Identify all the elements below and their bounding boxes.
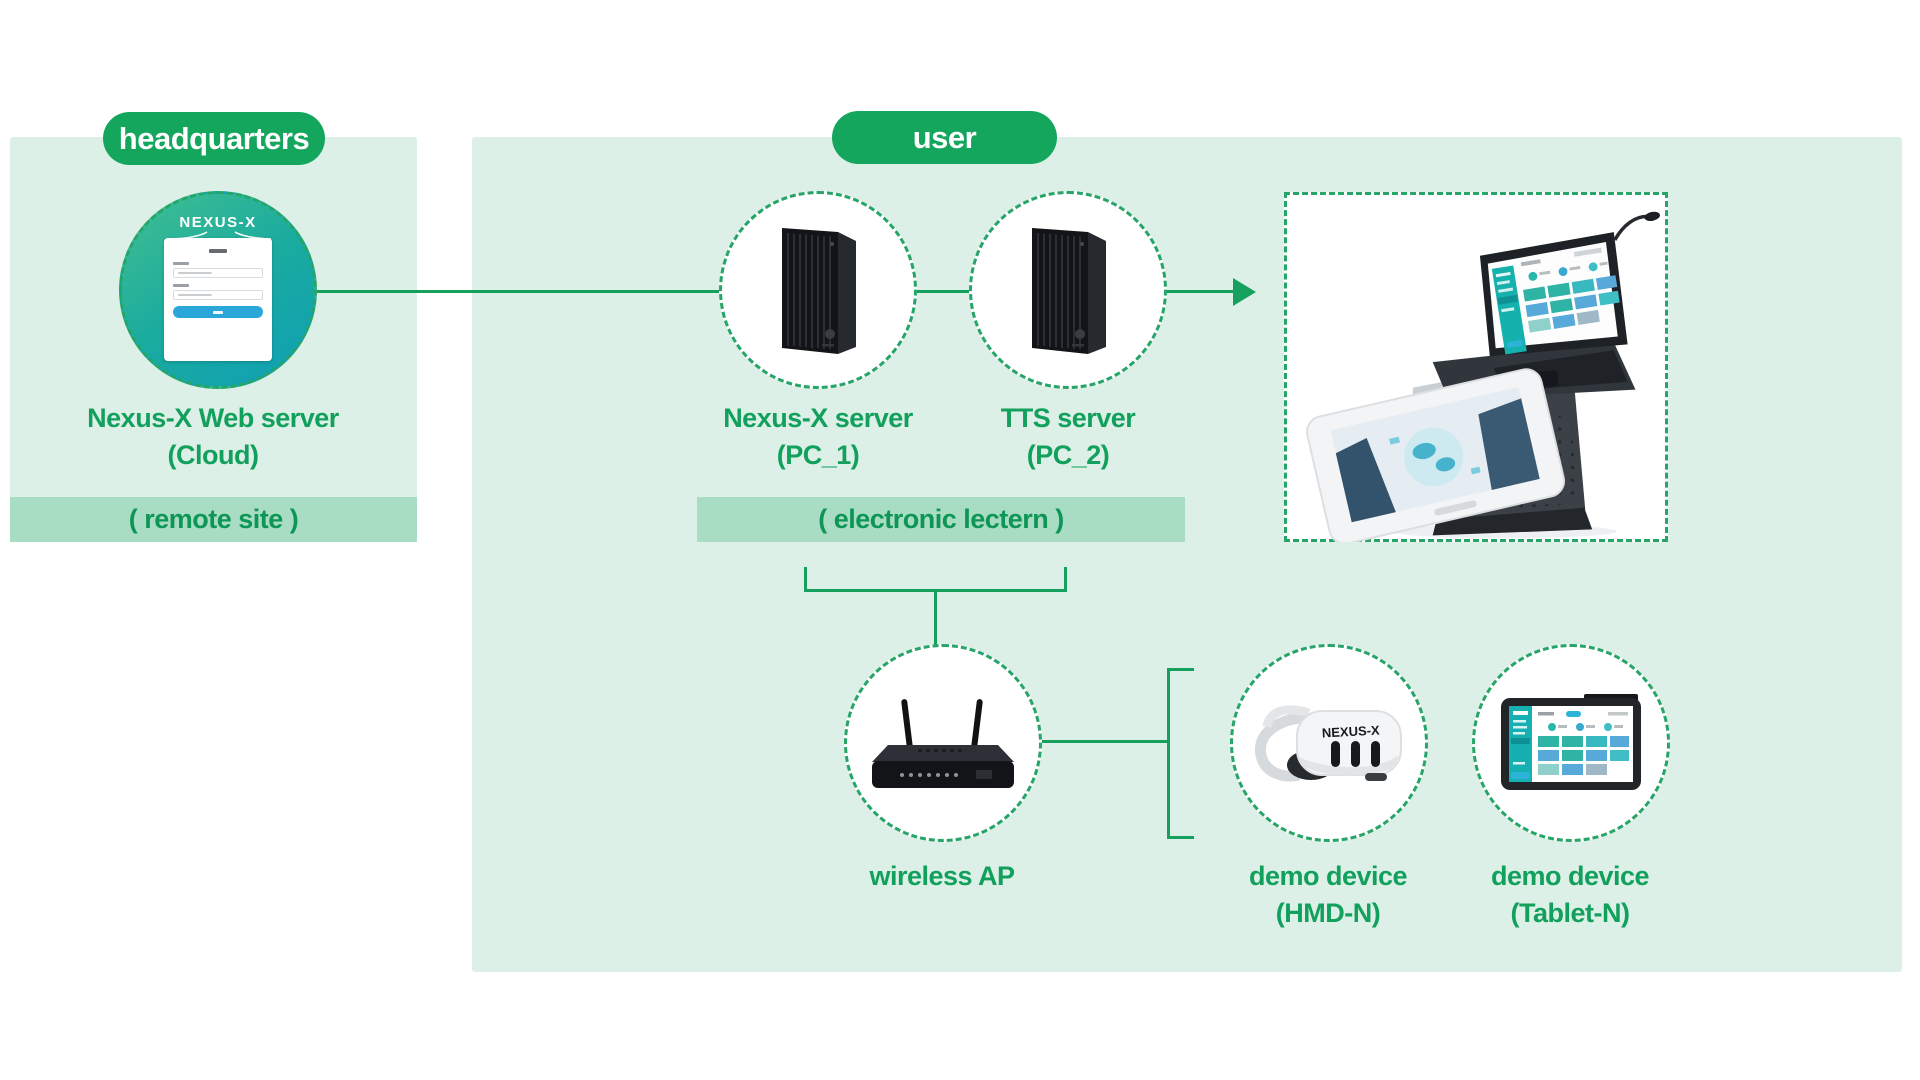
connector-webserver-pc1 — [317, 290, 719, 293]
user-badge-label: user — [912, 119, 977, 155]
remote-site-banner: ( remote site ) — [10, 497, 417, 542]
web-server-node: NEXUS-X — [119, 191, 317, 389]
login-password-label-bar — [173, 284, 189, 287]
login-screen-mock — [164, 238, 272, 361]
arrowhead-icon — [1233, 278, 1256, 306]
fork-top-tick — [1167, 668, 1194, 671]
connector-ap-fork — [1040, 740, 1170, 743]
bracket-left-tick — [804, 567, 807, 592]
electronic-lectern-image-frame — [1284, 192, 1668, 542]
bracket-right-tick — [1064, 567, 1067, 592]
headquarters-badge-label: headquarters — [118, 120, 310, 156]
login-password-input — [173, 290, 263, 300]
tts-server-node — [969, 191, 1167, 389]
fork-bottom-tick — [1167, 836, 1194, 839]
nexus-x-server-label: Nexus-X server (PC_1) — [723, 403, 913, 470]
demo-device-hmd-node: NEXUS-X — [1230, 644, 1428, 842]
web-server-label: Nexus-X Web server (Cloud) — [87, 403, 339, 470]
vr-headset-icon: NEXUS-X — [1254, 705, 1402, 782]
wireless-ap-label: wireless AP — [869, 861, 1015, 891]
wireless-ap-node — [844, 644, 1042, 842]
nexus-x-logo: NEXUS-X — [179, 214, 257, 231]
demo-device-hmd-label: demo device (HMD-N) — [1248, 861, 1408, 928]
user-badge: user — [832, 111, 1057, 164]
pc-tower-icon — [1032, 228, 1106, 354]
pc-tower-icon — [782, 228, 856, 354]
connector-pc1-pc2 — [917, 290, 969, 293]
login-title-bar — [209, 249, 227, 253]
electronic-lectern-icon — [1306, 211, 1660, 542]
demo-device-tablet-label: demo device (Tablet-N) — [1490, 861, 1650, 928]
tablet-icon — [1501, 694, 1641, 790]
tts-server-label: TTS server (PC_2) — [1000, 403, 1136, 470]
connector-pc2-lectern — [1167, 290, 1233, 293]
login-button — [173, 306, 263, 318]
router-icon — [872, 699, 1014, 788]
demo-device-tablet-node — [1472, 644, 1670, 842]
connector-lectern-ap — [934, 589, 937, 646]
login-id-label-bar — [173, 262, 189, 265]
user-panel — [472, 137, 1902, 972]
nexus-x-server-node — [719, 191, 917, 389]
hmd-logo-text: NEXUS-X — [1322, 722, 1381, 740]
fork-vertical — [1167, 668, 1170, 839]
electronic-lectern-banner: ( electronic lectern ) — [697, 497, 1185, 542]
headquarters-badge: headquarters — [103, 112, 325, 165]
login-id-input — [173, 268, 263, 278]
